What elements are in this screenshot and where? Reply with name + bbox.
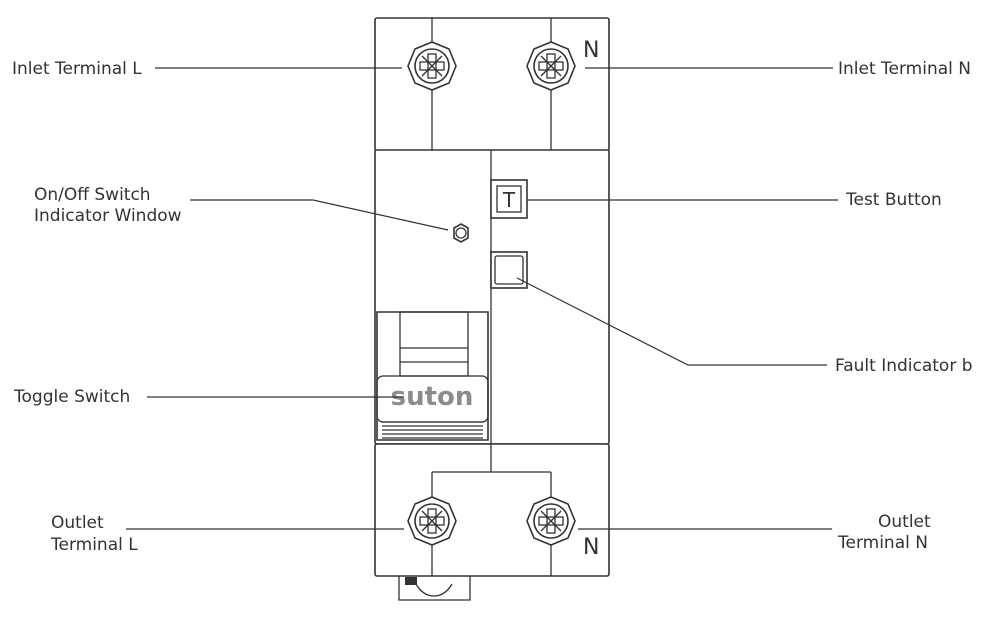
n-mark-bottom: N [583,535,599,560]
brand-logo: suton [391,382,474,412]
din-clip-tab [405,577,417,585]
label-inlet-terminal-n: Inlet Terminal N [838,59,971,79]
label-inlet-terminal-l: Inlet Terminal L [12,59,142,79]
din-clip-curve [415,583,453,597]
breaker-body [374,17,610,601]
top-terminal-block [374,17,610,152]
label-test-button: Test Button [845,190,942,210]
screw-icon [407,496,457,546]
screw-icon [526,496,576,546]
label-toggle-switch: Toggle Switch [13,387,130,407]
test-symbol: T [502,188,516,212]
din-clip [398,576,471,601]
fault-indicator [490,251,528,289]
label-outlet-n-line1: Outlet [878,512,931,532]
screw-icon [407,41,457,91]
indicator-window-inner [455,227,467,239]
label-onoff-line2: Indicator Window [34,206,182,226]
bottom-terminal-block [374,443,610,577]
label-fault-indicator: Fault Indicator b [835,356,973,376]
label-outlet-l-line1: Outlet [51,513,104,533]
screw-icon [526,41,576,91]
n-mark-top: N [583,38,599,63]
toggle-switch[interactable]: suton [376,311,489,441]
label-outlet-l-line2: Terminal L [50,535,138,555]
leader-lines [126,67,838,530]
toggle-grip [382,421,483,439]
indicator-window [453,223,469,243]
test-button[interactable]: T [490,179,528,219]
label-onoff-line1: On/Off Switch [34,185,151,205]
label-outlet-n-line2: Terminal N [837,533,928,553]
